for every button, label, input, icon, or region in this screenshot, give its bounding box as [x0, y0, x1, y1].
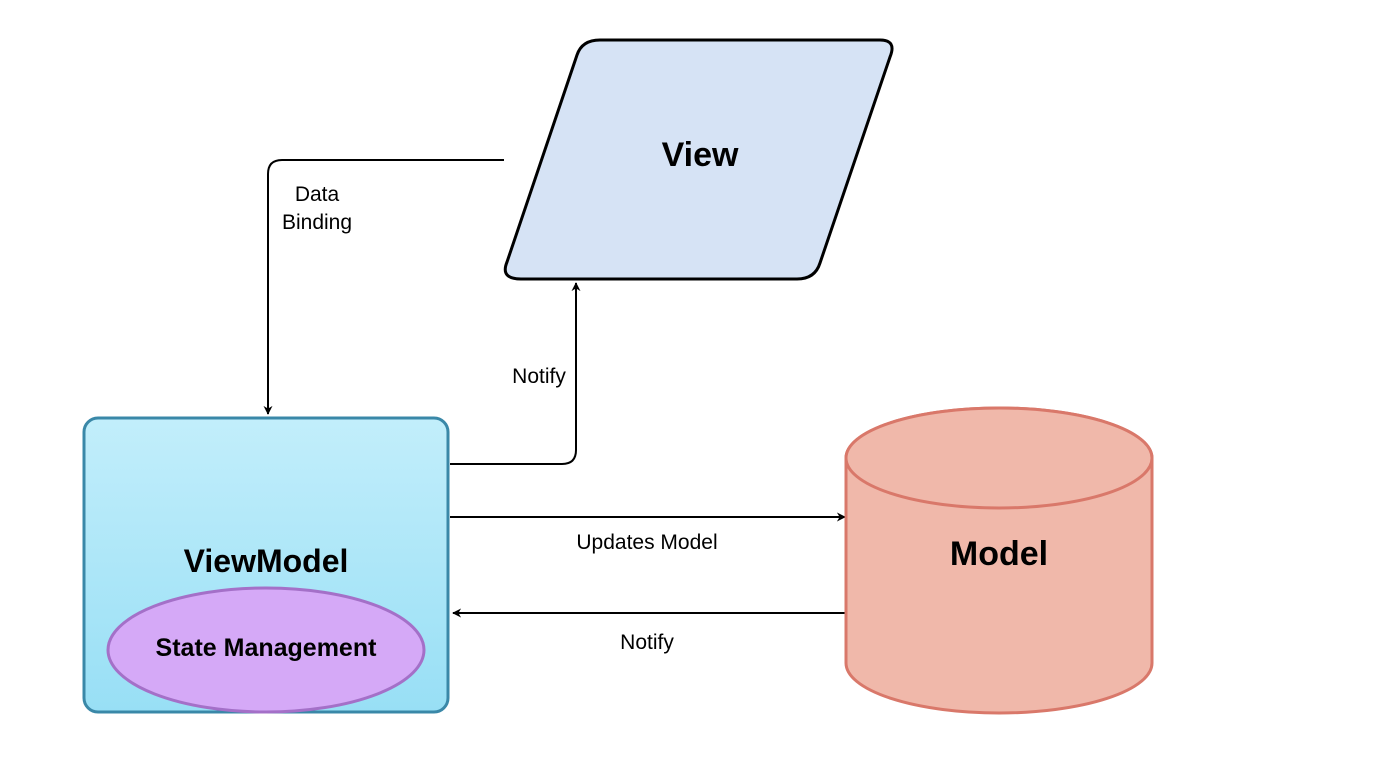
model-label: Model: [950, 535, 1048, 573]
notify-viewmodel-label: Notify: [620, 631, 674, 654]
viewmodel-label: ViewModel: [184, 543, 349, 579]
data-binding-label-line1: Data: [295, 183, 340, 206]
view-node: View: [503, 38, 894, 281]
notify-view-edge: [450, 282, 581, 465]
view-label: View: [662, 136, 739, 174]
model-cylinder-top: [844, 406, 1154, 510]
notify-view-label: Notify: [512, 365, 566, 388]
view-shape: [503, 38, 894, 281]
state-management-node: State Management: [106, 586, 426, 714]
updates-model-label: Updates Model: [576, 531, 717, 554]
model-node: Model: [844, 406, 1154, 715]
state-management-label: State Management: [156, 634, 378, 662]
data-binding-label-line2: Binding: [282, 211, 352, 234]
data-binding-edge: [263, 159, 504, 415]
state-management-shape: [106, 586, 426, 714]
